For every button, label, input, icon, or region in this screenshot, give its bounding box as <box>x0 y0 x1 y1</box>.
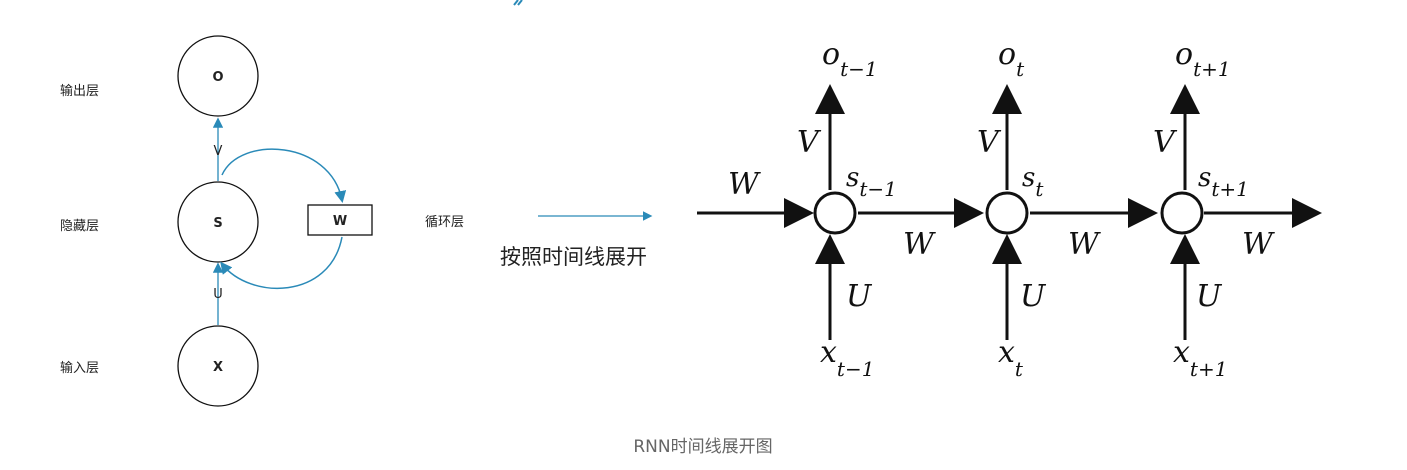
loop-curve-bottom <box>220 236 343 290</box>
output-label-2: ot <box>998 37 1025 81</box>
unfolded-rnn: W W W W V U ot−1 st−1 xt−1 V U ot st xt <box>697 37 1322 381</box>
w-label-out: W <box>1242 227 1275 262</box>
v-label-2: V <box>977 125 1002 160</box>
w-label-1: W <box>903 227 936 262</box>
decorative-mark <box>513 0 523 6</box>
loop-layer-label: 循环层 <box>425 215 464 230</box>
input-node <box>177 325 259 407</box>
output-node-label: O <box>212 70 223 85</box>
input-layer-label: 输入层 <box>60 360 99 376</box>
u-label-1: U <box>846 279 873 314</box>
input-label-2: xt <box>998 335 1024 381</box>
time-step-1: V U ot−1 st−1 xt−1 <box>797 37 897 381</box>
state-label-2: st <box>1022 163 1044 201</box>
figure-caption: RNN时间线展开图 <box>633 437 772 457</box>
state-node-1 <box>813 191 857 235</box>
state-label-3: st+1 <box>1198 163 1249 201</box>
state-node-3 <box>1160 191 1204 235</box>
weight-box-label: W <box>333 214 347 229</box>
time-step-3: V U ot+1 st+1 xt+1 <box>1153 37 1249 381</box>
w-label-in: W <box>728 167 761 202</box>
u-label-2: U <box>1020 279 1047 314</box>
weight-box <box>307 204 373 236</box>
input-label-3: xt+1 <box>1173 335 1227 381</box>
input-node-label: X <box>213 360 223 375</box>
output-node <box>177 35 259 117</box>
hidden-node <box>177 181 259 263</box>
loop-curve-top <box>221 148 347 203</box>
time-step-2: V U ot st xt <box>977 37 1047 381</box>
unfold-text: 按照时间线展开 <box>500 245 647 269</box>
input-label-1: xt−1 <box>820 335 874 381</box>
hidden-node-label: S <box>213 216 222 231</box>
folded-rnn: 输出层 隐藏层 输入层 循环层 O S X V U W <box>60 35 464 407</box>
output-layer-label: 输出层 <box>60 83 99 99</box>
state-node-2 <box>985 191 1029 235</box>
state-label-1: st−1 <box>846 163 897 201</box>
u-edge-label: U <box>213 287 223 302</box>
v-label-3: V <box>1153 125 1178 160</box>
hidden-layer-label: 隐藏层 <box>60 219 99 234</box>
output-label-3: ot+1 <box>1175 37 1231 81</box>
v-edge-label: V <box>214 144 223 159</box>
output-label-1: ot−1 <box>822 37 878 81</box>
w-label-2: W <box>1068 227 1101 262</box>
u-label-3: U <box>1196 279 1223 314</box>
v-label-1: V <box>797 125 822 160</box>
